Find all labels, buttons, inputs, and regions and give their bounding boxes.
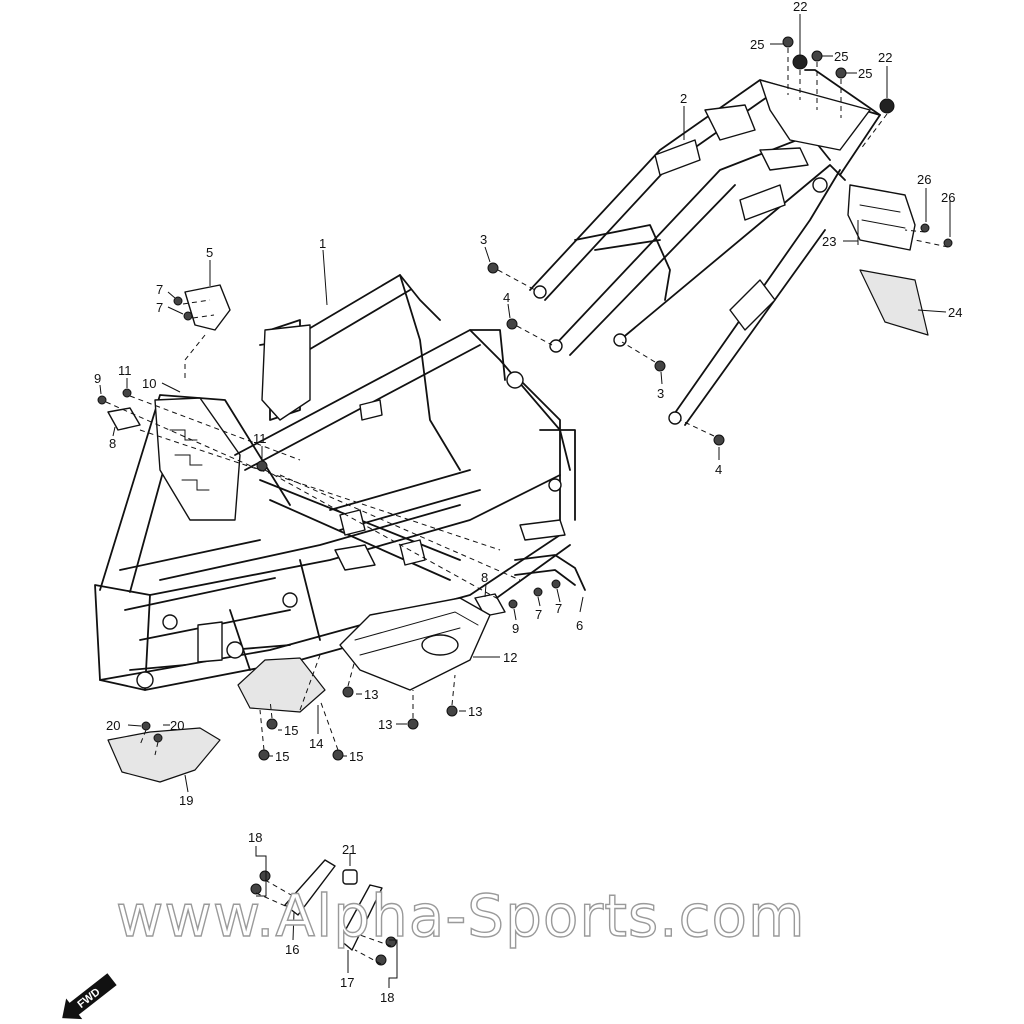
callout-8-left: 8: [109, 436, 116, 451]
callout-14: 14: [309, 736, 323, 751]
callout-3-top: 3: [480, 232, 487, 247]
skid-plate: [339, 597, 491, 691]
callout-20-right: 20: [170, 718, 184, 733]
callout-2: 2: [680, 91, 687, 106]
callout-15-lower-right: 15: [349, 749, 363, 764]
callout-25-left: 25: [750, 37, 764, 52]
callout-11-left: 11: [118, 363, 132, 378]
callout-12: 12: [503, 650, 517, 665]
callout-15-upper: 15: [284, 723, 298, 738]
callout-22-top: 22: [793, 0, 807, 14]
callout-26-right: 26: [941, 190, 955, 205]
callout-numbers: 22 25 25 25 22 2 26 26 23 24 3 4 3 4 1 5…: [94, 0, 962, 1005]
callout-25-mid: 25: [834, 49, 848, 64]
callout-9-left: 9: [94, 371, 101, 386]
rear-subframe: [529, 69, 881, 426]
callout-18-upper: 18: [248, 830, 262, 845]
link-arm-right: [339, 884, 383, 951]
callout-7-lower: 7: [156, 300, 163, 315]
callout-3-bottom: 3: [657, 386, 664, 401]
callout-24: 24: [948, 305, 962, 320]
callout-13-left: 13: [364, 687, 378, 702]
callout-19: 19: [179, 793, 193, 808]
callout-7-right-a: 7: [535, 607, 542, 622]
callout-7-right-b: 7: [555, 601, 562, 616]
link-arm-left: [284, 859, 336, 916]
callout-13-right: 13: [468, 704, 482, 719]
collar: [342, 869, 358, 885]
fasteners: [97, 36, 953, 966]
watermark: www.Alpha-Sports.com: [116, 882, 806, 950]
callout-23: 23: [822, 234, 836, 249]
callout-5: 5: [206, 245, 213, 260]
callout-17: 17: [340, 975, 354, 990]
rear-hanger-bracket: [847, 184, 916, 251]
front-bracket: [184, 284, 231, 331]
callout-4-top: 4: [503, 290, 510, 305]
callout-10: 10: [142, 376, 156, 391]
callout-9-right: 9: [512, 621, 519, 636]
callout-13-bottom: 13: [378, 717, 392, 732]
callout-20-left: 20: [106, 718, 120, 733]
front-guard: [107, 727, 221, 783]
callout-16: 16: [285, 942, 299, 957]
callout-22-right: 22: [878, 50, 892, 65]
center-plate: [237, 657, 326, 713]
callout-4-bottom: 4: [715, 462, 722, 477]
callout-11-center: 11: [253, 431, 267, 446]
callout-7-upper: 7: [156, 282, 163, 297]
assembly-lines: [105, 48, 949, 965]
rear-mud-guard: [859, 269, 929, 336]
callout-18-lower: 18: [380, 990, 394, 1005]
callout-26-left: 26: [917, 172, 931, 187]
callout-6: 6: [576, 618, 583, 633]
callout-25-right: 25: [858, 66, 872, 81]
rear-bracket: [514, 554, 586, 591]
callout-1: 1: [319, 236, 326, 251]
leader-lines: [99, 14, 951, 988]
callout-8-right: 8: [481, 570, 488, 585]
callout-21: 21: [342, 842, 356, 857]
callout-15-lower-left: 15: [275, 749, 289, 764]
